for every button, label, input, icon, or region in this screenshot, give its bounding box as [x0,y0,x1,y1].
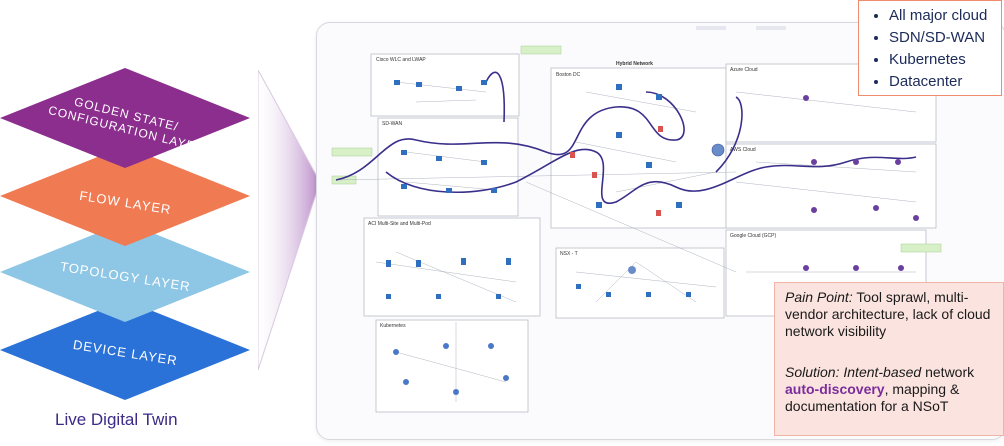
link-path [485,71,506,123]
cloud-support-item: SDN/SD-WAN [889,27,993,49]
flow-layer: FLOW LAYER [0,146,250,246]
group-nsx [555,247,725,319]
device-layer: DEVICE LAYER [0,300,250,400]
green-tag [331,147,373,157]
group-k8s-title: Kubernetes [380,323,406,329]
pain-point: Pain Point: Tool sprawl, multi-vendor ar… [785,289,995,340]
solution-text-2: , mapping & documentation for a NSoT [785,381,960,414]
group-hybrid [550,67,727,229]
group-wlc [370,53,520,117]
caption: Live Digital Twin [55,410,178,429]
group-sdwan [377,117,519,217]
layer-stack: DEVICE LAYER TOPOLOGY LAYER FLOW LAYER G… [0,68,250,400]
solution: Solution: Intent-based network auto-disc… [785,364,995,415]
golden-state-layer: GOLDEN STATE/ CONFIGURATION LAYER [0,68,250,168]
group-k8s [375,319,529,413]
group-gcp-title: Google Cloud (GCP) [730,233,776,239]
group-boston-title: Boston DC [556,72,581,78]
group-aws [725,143,937,229]
link-path [385,148,917,205]
topology-layer-shape [0,222,250,322]
pain-point-label: Pain Point: [785,289,853,305]
group-wlc-title: Cisco WLC and LWAP [376,57,426,63]
link-path [335,91,685,181]
group-azure-title: Azure Cloud [730,67,758,73]
group-hybrid-title: Hybrid Network [616,61,653,67]
group-aws-title: AWS Cloud [730,147,756,153]
cloud-support-item: Kubernetes [889,49,993,71]
group-sdwan-title: SD-WAN [382,121,402,127]
solution-text-1: network [921,364,975,380]
solution-label: Solution: Intent-based [785,364,922,380]
solution-highlight: auto-discovery [785,381,885,397]
link-path [715,96,743,173]
projection-funnel [258,70,320,370]
flow-layer-shape [0,146,250,246]
network-diagram: Cisco WLC and LWAP SD-WAN Hybrid Network… [331,26,942,413]
pain-point-text: Tool sprawl, multi-vendor architecture, … [785,289,991,339]
cloud-support-item: Datacenter [889,71,993,93]
cloud-support-list: All major cloud SDN/SD-WAN Kubernetes Da… [871,5,993,93]
group-nsx-title: NSX - T [560,251,578,257]
topology-layer: TOPOLOGY LAYER [0,222,250,322]
green-tag [900,243,942,253]
cloud-support-item: All major cloud [889,5,993,27]
green-tag [520,45,562,55]
group-aci-title: ACI Multi-Site and Multi-Pod [368,221,431,227]
pain-solution-box: Pain Point: Tool sprawl, multi-vendor ar… [774,282,1004,436]
device-layer-shape [0,300,250,400]
golden-state-layer-shape [0,68,250,168]
cloud-support-box: All major cloud SDN/SD-WAN Kubernetes Da… [858,0,1002,96]
